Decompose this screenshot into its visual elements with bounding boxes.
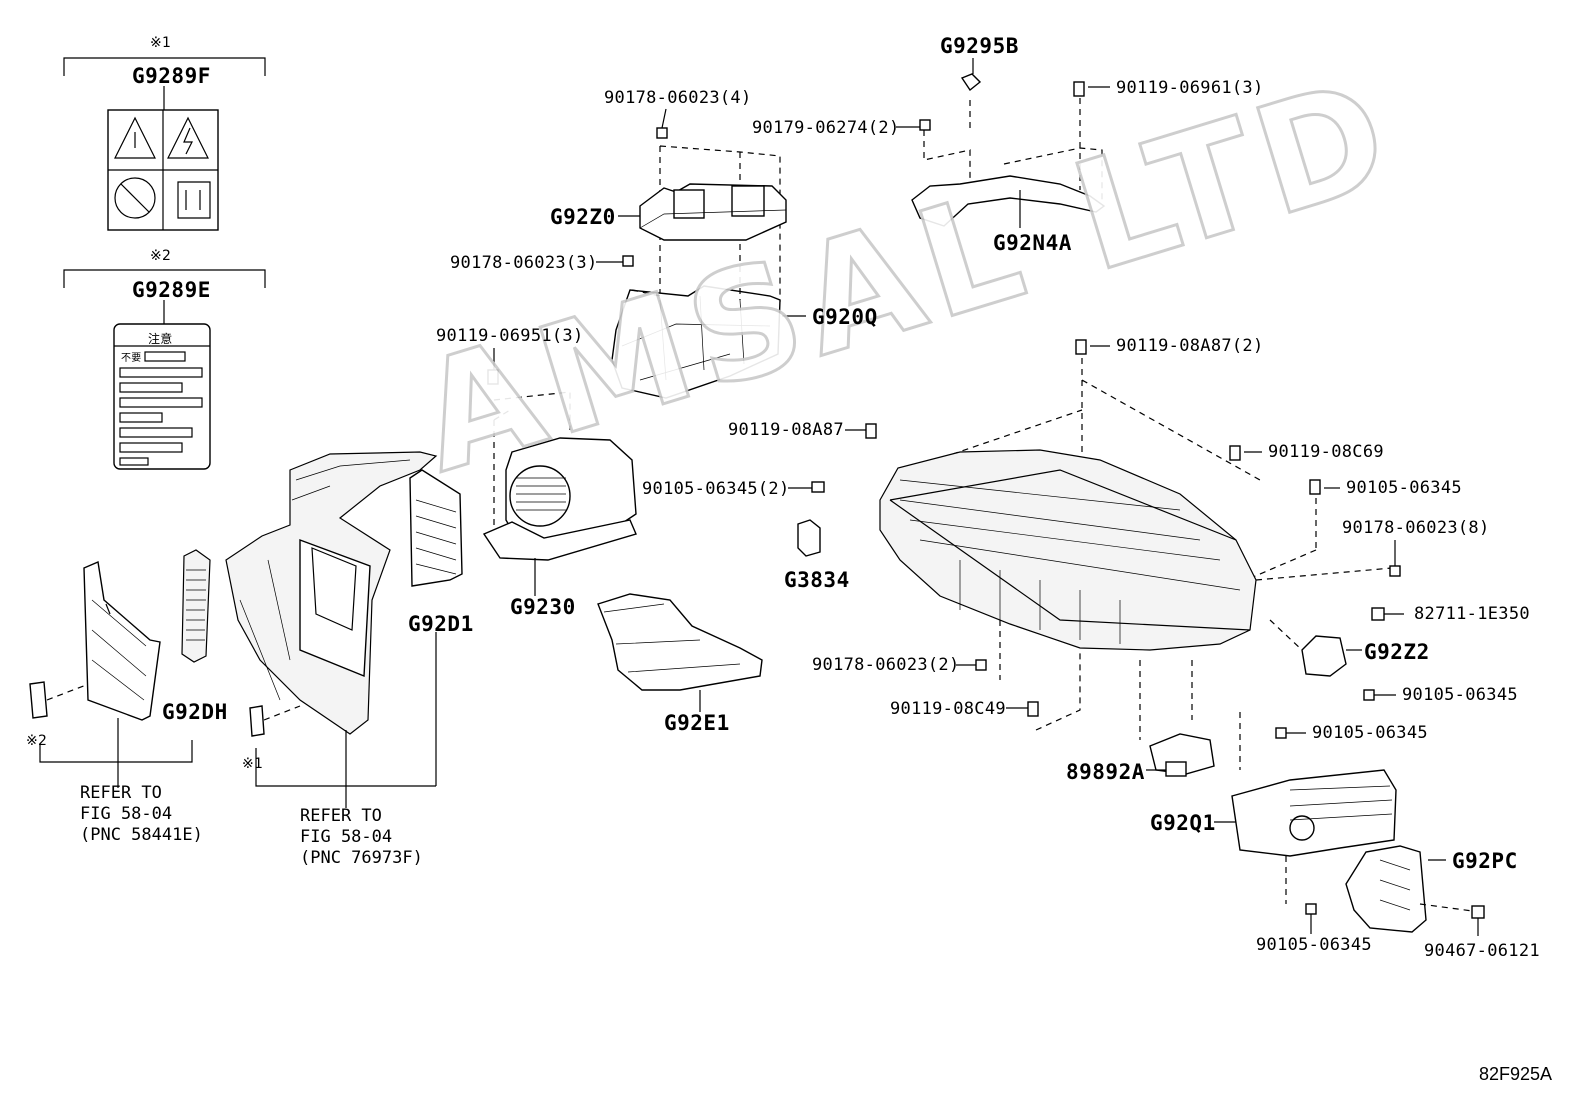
refer-note-58441e[interactable]: REFER TO FIG 58-04 (PNC 58441E) bbox=[80, 783, 203, 846]
ecu-89892a bbox=[1149, 733, 1215, 777]
part-label-g92e1[interactable]: G92E1 bbox=[664, 711, 730, 735]
note1-marker-bottom: ※1 bbox=[242, 756, 264, 772]
warning-label-icon bbox=[107, 109, 219, 231]
part-label-89892a[interactable]: 89892A bbox=[1066, 760, 1145, 784]
side-panel-left bbox=[83, 561, 161, 721]
part-number-90105-06345-a[interactable]: 90105-06345 bbox=[1346, 478, 1462, 498]
grille-g92dh bbox=[181, 549, 211, 663]
inverter-g92q1 bbox=[1231, 769, 1397, 904]
bracket-g92n4a bbox=[911, 58, 1106, 228]
part-number-90119-08c69[interactable]: 90119-08C69 bbox=[1268, 442, 1384, 462]
part-label-g92n4a[interactable]: G92N4A bbox=[993, 231, 1072, 255]
part-number-90119-06951-3[interactable]: 90119-06951(3) bbox=[436, 326, 584, 346]
bracket-note1 bbox=[63, 57, 266, 110]
part-label-g3834[interactable]: G3834 bbox=[784, 568, 850, 592]
part-number-90119-08a87-2[interactable]: 90119-08A87(2) bbox=[1116, 336, 1264, 356]
refer-line: REFER TO bbox=[300, 806, 382, 826]
part-label-g92z0[interactable]: G92Z0 bbox=[550, 205, 616, 229]
caution-label-title: 注意 bbox=[148, 332, 173, 346]
part-label-g9230[interactable]: G9230 bbox=[510, 595, 576, 619]
refer-line: FIG 58-04 bbox=[80, 804, 173, 824]
trim-assembly bbox=[225, 451, 463, 808]
part-label-g9289e[interactable]: G9289E bbox=[132, 278, 211, 302]
note1-marker: ※1 bbox=[150, 35, 172, 51]
cover-g92z2 bbox=[1269, 619, 1347, 677]
part-label-g92pc[interactable]: G92PC bbox=[1452, 849, 1518, 873]
part-label-g920q[interactable]: G920Q bbox=[812, 305, 878, 329]
bracket-note2 bbox=[63, 269, 266, 324]
part-label-g92dh[interactable]: G92DH bbox=[162, 700, 228, 724]
refer-note-76973f[interactable]: REFER TO FIG 58-04 (PNC 76973F) bbox=[300, 806, 423, 869]
part-number-90105-06345-c[interactable]: 90105-06345 bbox=[1312, 723, 1428, 743]
part-number-90178-06023-3[interactable]: 90178-06023(3) bbox=[450, 253, 598, 273]
part-label-g9289f[interactable]: G9289F bbox=[132, 64, 211, 88]
note2-marker-bottom: ※2 bbox=[26, 733, 48, 749]
part-number-90179-06274-2[interactable]: 90179-06274(2) bbox=[752, 118, 900, 138]
part-number-90178-06023-8[interactable]: 90178-06023(8) bbox=[1342, 518, 1490, 538]
refer-line: REFER TO bbox=[80, 783, 162, 803]
note2-marker: ※2 bbox=[150, 248, 172, 264]
part-label-g92d1[interactable]: G92D1 bbox=[408, 612, 474, 636]
caution-label-sub: 不要 bbox=[121, 353, 142, 364]
refer-line: (PNC 58441E) bbox=[80, 825, 203, 845]
blower-g9230 bbox=[482, 391, 637, 596]
part-number-90105-06345-d[interactable]: 90105-06345 bbox=[1256, 935, 1372, 955]
part-number-90105-06345-b[interactable]: 90105-06345 bbox=[1402, 685, 1518, 705]
part-number-90178-06023-2[interactable]: 90178-06023(2) bbox=[812, 655, 960, 675]
fastener-glyphs bbox=[487, 81, 1485, 936]
leader-lines-left bbox=[39, 718, 193, 788]
part-number-90119-08c49[interactable]: 90119-08C49 bbox=[890, 699, 1006, 719]
part-label-g9295b[interactable]: G9295B bbox=[940, 34, 1019, 58]
part-label-g92z2[interactable]: G92Z2 bbox=[1364, 640, 1430, 664]
bracket-g92pc bbox=[1345, 845, 1481, 933]
small-label-note2 bbox=[29, 671, 121, 719]
battery-pack bbox=[879, 358, 1393, 770]
part-label-g92q1[interactable]: G92Q1 bbox=[1150, 811, 1216, 835]
part-number-90105-06345-2[interactable]: 90105-06345(2) bbox=[642, 479, 790, 499]
part-number-90467-06121[interactable]: 90467-06121 bbox=[1424, 941, 1540, 961]
tray-g920q bbox=[611, 244, 781, 399]
refer-line: FIG 58-04 bbox=[300, 827, 393, 847]
connector-g3834 bbox=[797, 519, 821, 557]
figure-code: 82F925A bbox=[1478, 1064, 1552, 1084]
part-number-90119-08a87[interactable]: 90119-08A87 bbox=[728, 420, 844, 440]
caution-label-icon bbox=[113, 323, 211, 470]
part-number-90119-06961-3[interactable]: 90119-06961(3) bbox=[1116, 78, 1264, 98]
part-number-90178-06023-4[interactable]: 90178-06023(4) bbox=[604, 88, 752, 108]
refer-line: (PNC 76973F) bbox=[300, 848, 423, 868]
duct-g92e1 bbox=[597, 593, 763, 712]
part-number-82711-1e350[interactable]: 82711-1E350 bbox=[1414, 604, 1530, 624]
